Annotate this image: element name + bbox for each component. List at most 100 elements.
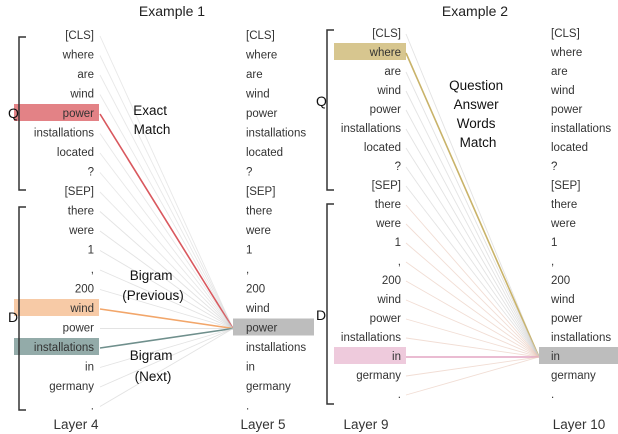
annotation-qa-match: Question Answer Words Match — [449, 78, 507, 150]
highlight-left-1-in-17 — [334, 347, 406, 364]
attention-line-0-punct-12 — [99, 269, 234, 329]
attention-line-1-there-9 — [405, 204, 540, 358]
attention-line-1-germany-18 — [405, 356, 540, 377]
token-right-0-punct-19: . — [246, 401, 249, 413]
attention-line-0-power-4 — [99, 113, 234, 329]
token-right-0-there-9: there — [246, 206, 272, 218]
token-left-0-germany-18: germany — [49, 381, 94, 393]
highlight-target-0 — [233, 318, 314, 336]
attention-line-0-installations-16 — [99, 327, 234, 349]
token-right-0-installations-5: installations — [246, 128, 306, 140]
token-right-0-1-11: 1 — [246, 245, 252, 257]
token-text: [CLS] where are wind power installations locat… — [34, 28, 611, 413]
token-left-1-punct-12: , — [398, 256, 401, 268]
token-right-1-were-10: were — [550, 218, 576, 230]
token-right-0-sep-8: [SEP] — [246, 186, 275, 198]
token-right-0-power-4: power — [246, 108, 277, 120]
token-left-1-sep-8: [SEP] — [372, 180, 401, 192]
token-right-1-punct-7: ? — [551, 161, 557, 173]
token-left-0-wind-14: wind — [69, 303, 94, 315]
example-2-title: Example 2 — [442, 3, 508, 19]
attention-line-0-there-9 — [99, 211, 234, 329]
highlight-target-1 — [539, 347, 618, 364]
attention-line-0-located-6 — [99, 152, 234, 329]
token-left-0-in-17: in — [85, 362, 94, 374]
token-left-1-wind-3: wind — [376, 85, 401, 97]
attention-line-0-germany-18 — [99, 328, 234, 388]
example-2-left-layer: Layer 9 — [343, 417, 388, 432]
token-right-1-punct-19: . — [551, 389, 554, 401]
token-left-1-power-15: power — [370, 313, 401, 325]
token-right-1-in-17: in — [551, 351, 560, 363]
token-left-1-were-10: were — [375, 218, 401, 230]
token-left-0-punct-7: ? — [88, 167, 94, 179]
token-right-1-cls-0: [CLS] — [551, 28, 580, 40]
token-left-0-installations-5: installations — [34, 128, 94, 140]
attention-line-1-were-10 — [405, 223, 540, 358]
token-left-1-in-17: in — [392, 351, 401, 363]
token-left-1-installations-16: installations — [341, 332, 401, 344]
token-right-1-germany-18: germany — [551, 370, 596, 382]
attention-line-0-where-1 — [99, 55, 234, 329]
attention-line-0-wind-14 — [99, 308, 234, 330]
token-right-1-located-6: located — [551, 142, 588, 154]
token-right-1-punct-12: , — [551, 256, 554, 268]
token-left-0-power-15: power — [63, 323, 94, 335]
attention-line-1-located-6 — [405, 147, 540, 358]
token-right-0-located-6: located — [246, 147, 283, 159]
example-1-left-layer: Layer 4 — [53, 417, 99, 432]
token-right-1-200-13: 200 — [551, 275, 570, 287]
annotation-prev-line1: Bigram — [130, 268, 173, 283]
token-left-0-wind-3: wind — [69, 89, 94, 101]
highlight-left-0-installations-16 — [14, 338, 99, 355]
token-right-0-are-2: are — [246, 69, 263, 81]
attention-line-0-in-17 — [99, 328, 234, 368]
token-left-0-were-10: were — [68, 225, 94, 237]
token-right-0-punct-12: , — [246, 264, 249, 276]
attention-lines — [99, 33, 540, 407]
token-left-0-installations-16: installations — [34, 342, 94, 354]
token-left-0-200-13: 200 — [75, 284, 94, 296]
attention-line-0-wind-3 — [99, 94, 234, 329]
token-left-0-punct-12: , — [91, 264, 94, 276]
attention-line-1-power-15 — [405, 318, 540, 358]
annotation-qa-line1: Question — [449, 78, 503, 93]
attention-line-1-wind-3 — [405, 90, 540, 358]
token-left-0-power-4: power — [63, 108, 94, 120]
token-right-1-there-9: there — [551, 199, 577, 211]
annotation-prev-line2: (Previous) — [122, 288, 184, 303]
attention-line-0-punct-7 — [99, 172, 234, 329]
token-right-0-punct-7: ? — [246, 167, 252, 179]
token-left-0-there-9: there — [68, 206, 94, 218]
token-right-1-where-1: where — [550, 47, 582, 59]
example-2-right-layer: Layer 10 — [553, 417, 606, 432]
annotation-exact-match: Exact Match — [133, 103, 171, 137]
question-brace-2 — [326, 29, 334, 191]
token-right-1-power-15: power — [551, 313, 582, 325]
document-label-1: D — [8, 309, 18, 325]
token-left-1-are-2: are — [384, 66, 401, 78]
token-right-1-are-2: are — [551, 66, 568, 78]
annotation-exact-line1: Exact — [133, 103, 167, 118]
highlight-left-0-wind-14 — [14, 299, 99, 316]
attention-line-0-1-11 — [99, 250, 234, 329]
attention-line-0-are-2 — [99, 74, 234, 329]
attention-line-1-200-13 — [405, 280, 540, 358]
attention-line-0-punct-19 — [99, 328, 234, 407]
token-right-1-sep-8: [SEP] — [551, 180, 580, 192]
attention-line-0-were-10 — [99, 230, 234, 329]
token-right-0-installations-16: installations — [246, 342, 306, 354]
token-left-1-germany-18: germany — [356, 370, 401, 382]
token-right-1-wind-3: wind — [550, 85, 575, 97]
highlight-boxes — [14, 43, 618, 364]
token-right-0-in-17: in — [246, 362, 255, 374]
token-right-0-power-15: power — [246, 323, 277, 335]
token-left-0-are-2: are — [77, 69, 94, 81]
document-brace-2 — [326, 203, 334, 405]
token-left-1-installations-5: installations — [341, 123, 401, 135]
token-left-0-cls-0: [CLS] — [65, 30, 94, 42]
annotation-bigram-next: Bigram (Next) — [130, 348, 177, 384]
token-right-0-wind-3: wind — [245, 89, 270, 101]
highlight-left-1-where-1 — [334, 43, 406, 60]
token-left-1-wind-14: wind — [376, 294, 401, 306]
